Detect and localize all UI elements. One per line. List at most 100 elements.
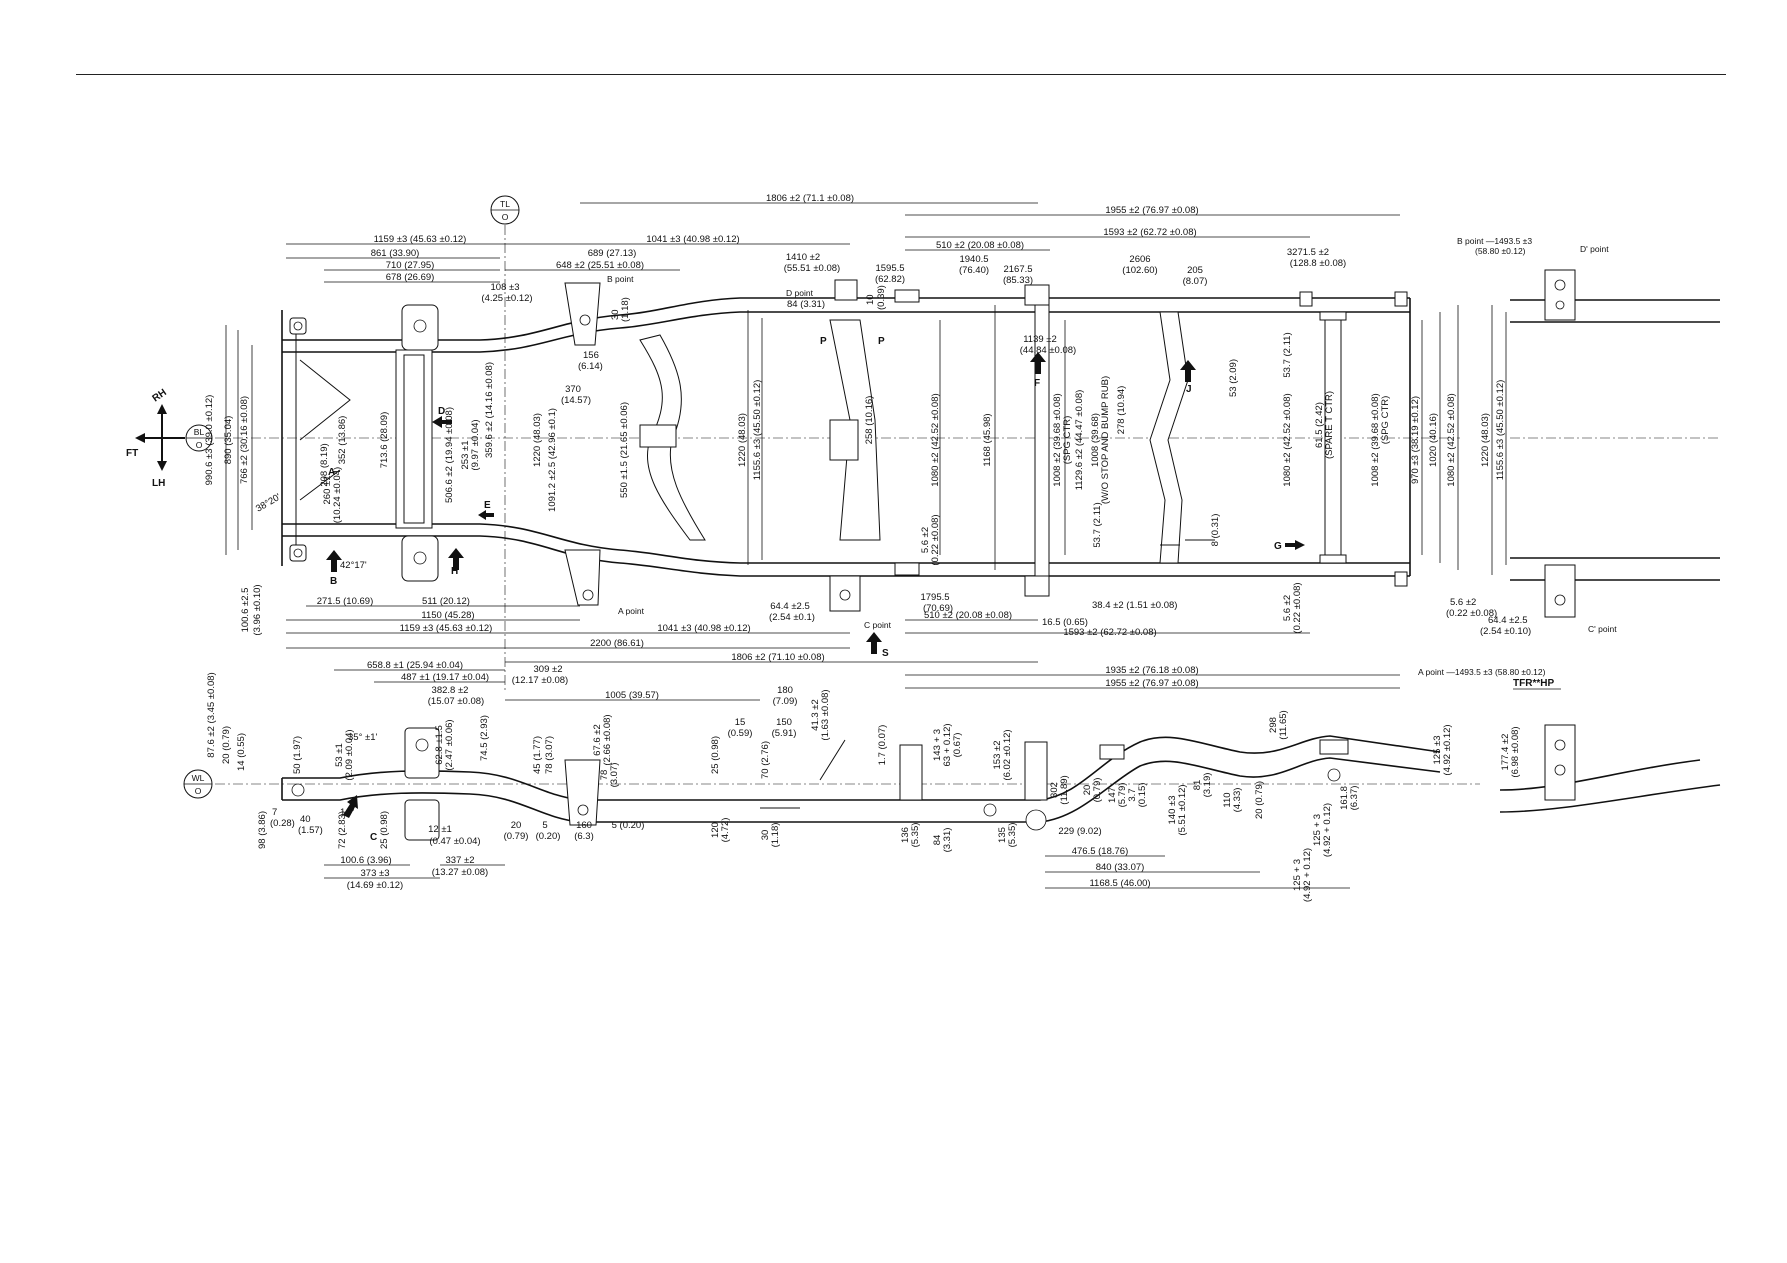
dim-100-6: 100.6 ±2.5 (240, 588, 251, 633)
dim-53-b: 53.7 (2.11) (1282, 332, 1293, 377)
arrow-up-icon (157, 404, 167, 414)
datum-wl-label: WL (192, 773, 205, 783)
dim-125-a-in: (4.92 ±0.12) (1442, 724, 1453, 775)
dim-5-a: 5 (542, 820, 547, 831)
dim-2167-top-in: (85.33) (1003, 275, 1033, 286)
c-prime-bracket (1544, 564, 1576, 618)
arrow-b-label: B (330, 576, 337, 587)
dim-78-a: 78 (3.07) (544, 736, 555, 774)
dim-38: 38.4 ±2 (1.51 ±0.08) (1092, 600, 1177, 611)
dim-511: 511 (20.12) (422, 596, 470, 607)
arrow-g-label: G (1274, 541, 1282, 552)
dim-1410-top: 1410 ±2 (786, 252, 820, 263)
dim-67-in: (2.66 ±0.08) (602, 714, 613, 765)
arrow-g-icon (1285, 540, 1305, 550)
dim-3-7-in: (0.15) (1137, 783, 1148, 808)
dim-84-top: 84 (3.31) (787, 299, 825, 310)
dim-12: 12 ±1 (428, 824, 452, 835)
dim-766: 766 ±2 (30.16 ±0.08) (239, 396, 250, 484)
label-lh: LH (152, 478, 165, 489)
dim-8: 8 (0.31) (1210, 514, 1221, 547)
dim-64-a-in: (2.54 ±0.1) (769, 612, 815, 623)
dim-1008-a: 1008 ±2 (39.68 ±0.08) (1052, 393, 1063, 486)
dim-140-in: (5.51 ±0.12) (1177, 784, 1188, 835)
dim-1593-top: 1593 ±2 (62.72 ±0.08) (1103, 227, 1196, 238)
arrow-a-label: A (328, 467, 335, 478)
arrow-p-label: P (820, 336, 827, 347)
dim-1080-c: 1080 ±2 (42.52 ±0.08) (1446, 393, 1457, 486)
dim-1940-top: 1940.5 (959, 254, 988, 265)
dim-1795-in: (70.69) (923, 603, 953, 614)
dim-25-b: 25 (0.98) (379, 811, 390, 849)
dim-81-in: (3.19) (1202, 773, 1213, 798)
a-point-right-label: A point —1493.5 ±3 (58.80 ±0.12) (1418, 667, 1546, 677)
dim-143-in: 63 + 0.12) (942, 723, 953, 766)
dim-678-top: 678 (26.69) (386, 272, 435, 283)
dim-1008-b-note: (W/O STOP AND BUMP RUB) (1100, 376, 1111, 504)
dim-41: 41.3 ±2 (810, 699, 821, 731)
dim-177-in: (6.98 ±0.08) (1510, 726, 1521, 777)
side-bracket-6 (1319, 739, 1349, 755)
dim-278: 278 (10.94) (1116, 386, 1127, 435)
dim-41-in: (1.63 ±0.08) (820, 689, 831, 740)
dim-337-in: (13.27 ±0.08) (432, 867, 488, 878)
datum-bl: BL O (185, 424, 1460, 452)
arrow-j-icon (1180, 360, 1196, 382)
dim-1220-b: 1220 (48.03) (737, 413, 748, 467)
arrow-e-label: E (484, 500, 491, 511)
angle-14: 14° (340, 807, 355, 818)
dim-1080-a: 1080 ±2 (42.52 ±0.08) (930, 393, 941, 486)
c-prime-point-label: C' point (1588, 624, 1617, 634)
dim-7-in: (0.28) (270, 818, 295, 829)
dim-1806-bottom: 1806 ±2 (71.10 ±0.08) (731, 652, 824, 663)
dim-510-top: 510 ±2 (20.08 ±0.08) (936, 240, 1024, 251)
dim-1041-top: 1041 ±3 (40.98 ±0.12) (646, 234, 739, 245)
dim-302: 302 (1049, 782, 1060, 798)
dim-5-6-c-in: (0.22 ±0.08) (1446, 608, 1497, 619)
dim-1008-a-note: (SPG CTR) (1062, 416, 1073, 465)
arrow-c-label: C (370, 832, 377, 843)
dim-373: 373 ±3 (361, 868, 390, 879)
dim-153-in: (6.02 ±0.12) (1002, 729, 1013, 780)
dim-53-1-in: (2.09 ±0.04) (344, 729, 355, 780)
dim-53-c: 53.7 (2.11) (1092, 502, 1103, 547)
dim-260: 260 ±1 (322, 476, 333, 505)
dim-125-c-in: (4.92 + 0.12) (1302, 848, 1313, 902)
dim-30-top: 30 (610, 309, 621, 320)
angle-38: 38°20' (254, 492, 283, 515)
dim-110: 110 (1222, 792, 1233, 807)
dim-64-a: 64.4 ±2.5 (770, 601, 810, 612)
dim-20-d: 20 (0.79) (1254, 781, 1265, 819)
dim-153: 153 ±2 (992, 741, 1003, 770)
dim-510-bottom: 510 ±2 (20.08 ±0.08) (924, 610, 1012, 621)
dim-177: 177.4 ±2 (1500, 734, 1511, 771)
dim-156-top: 156 (583, 350, 599, 361)
arrow-c-icon (343, 795, 358, 818)
dim-253-in: (9.97 ±0.04) (470, 419, 481, 470)
angle-35: 35° ±1' (348, 732, 378, 743)
dim-78-b-in: (3.07) (609, 763, 620, 788)
dim-136-in: (5.35) (910, 823, 921, 848)
dim-70: 70 (2.76) (760, 741, 771, 779)
arrow-s-icon (866, 632, 882, 654)
dim-1410-top-in: (55.51 ±0.08) (784, 263, 840, 274)
side-bracket-detail (1544, 724, 1576, 801)
dim-3-7: 3.7 (1127, 788, 1138, 801)
dim-1008-c: 1008 ±2 (39.68 ±0.08) (1370, 393, 1381, 486)
orientation-arrows: RH LH FT (126, 387, 185, 489)
dim-1-7: 1.7 (0.07) (877, 725, 888, 766)
dim-61-note: (SPARE T CTR) (1324, 391, 1335, 459)
dim-359: 359.6 ±2 (14.16 ±0.08) (484, 362, 495, 458)
dim-30-top-in: (1.18) (620, 297, 631, 322)
dim-373-in: (14.69 ±0.12) (347, 880, 403, 891)
dim-135-in: (5.35) (1007, 823, 1018, 848)
arrow-s-label: S (882, 648, 889, 659)
dim-1593-bottom: 1593 ±2 (62.72 ±0.08) (1063, 627, 1156, 638)
dim-3271-top: 3271.5 ±2 (1287, 247, 1329, 258)
dim-61: 61.5 (2.42) (1314, 402, 1325, 448)
dim-253: 253 ±1 (460, 441, 471, 470)
arrow-p2-label: P (878, 336, 885, 347)
side-bracket-5 (1099, 744, 1125, 760)
dim-260-in: (10.24 ±0.04) (332, 467, 343, 523)
